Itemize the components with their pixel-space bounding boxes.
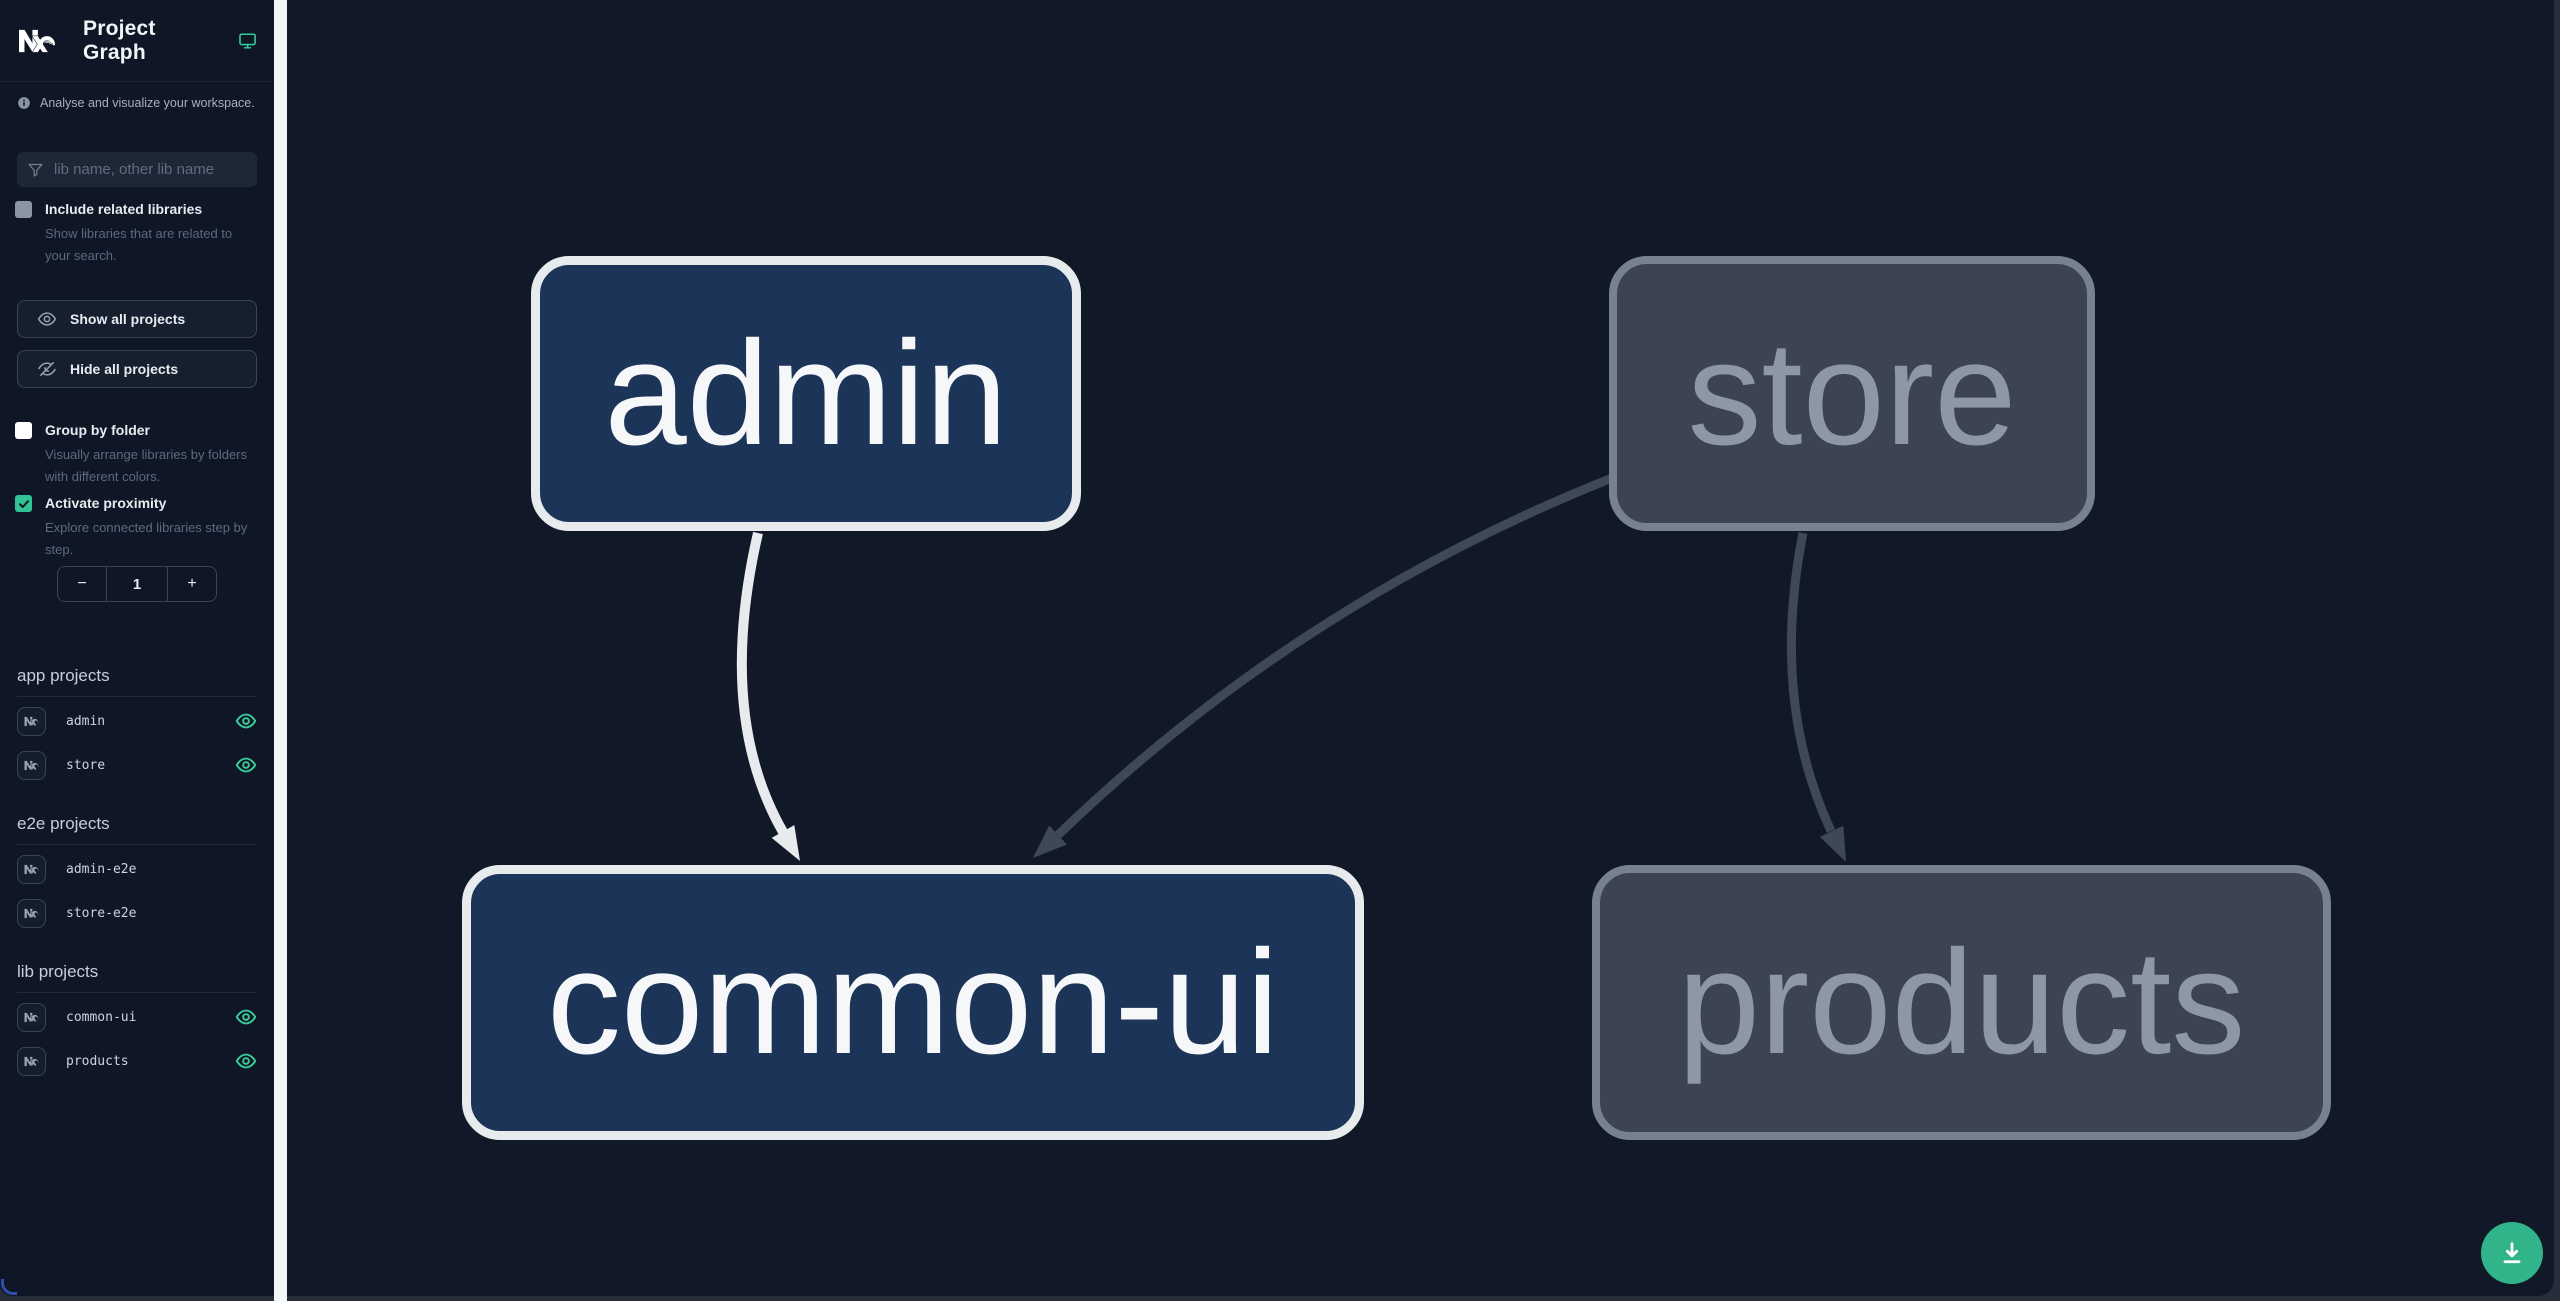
node-label: common-ui — [547, 919, 1279, 1085]
graph-canvas[interactable]: admin store common-ui products — [287, 0, 2554, 1296]
tagline: Analyse and visualize your workspace. — [0, 96, 274, 110]
section-app-projects: app projects admin store — [0, 666, 274, 785]
sidebar-corner-accent — [1, 1279, 17, 1295]
show-all-projects-button[interactable]: Show all projects — [17, 300, 257, 338]
group-by-folder-checkbox[interactable] — [15, 422, 32, 439]
toggle-visibility-eye-icon[interactable] — [235, 754, 257, 776]
include-related-description: Show libraries that are related to your … — [45, 226, 233, 263]
hide-all-projects-label: Hide all projects — [70, 361, 179, 377]
toggle-visibility-eye-icon[interactable] — [235, 710, 257, 732]
panel-resize-gutter[interactable] — [274, 0, 287, 1301]
section-title: lib projects — [17, 962, 257, 993]
page-title: Project Graph — [83, 16, 156, 64]
check-icon — [18, 499, 29, 508]
info-icon — [18, 97, 30, 109]
filter-icon — [28, 163, 43, 177]
include-related-label: Include related libraries — [45, 201, 203, 217]
activate-proximity-option[interactable]: Activate proximity Explore connected lib… — [15, 494, 259, 561]
project-name[interactable]: common-ui — [66, 1009, 137, 1025]
proximity-decrement-button[interactable]: − — [58, 567, 107, 601]
sidebar-header: Project Graph — [0, 0, 274, 82]
focus-project-button[interactable] — [17, 750, 46, 780]
nx-logo-icon — [19, 29, 55, 52]
section-e2e-projects: e2e projects admin-e2e store-e2e — [0, 814, 274, 933]
edge-admin-common-ui — [736, 531, 800, 861]
focus-project-button[interactable] — [17, 898, 46, 928]
group-by-folder-description: Visually arrange libraries by folders wi… — [45, 447, 248, 484]
proximity-value: 1 — [132, 575, 142, 593]
section-title: app projects — [17, 666, 257, 697]
include-related-checkbox[interactable] — [15, 201, 32, 218]
group-by-folder-label: Group by folder — [45, 422, 150, 438]
tagline-text: Analyse and visualize your workspace. — [40, 96, 255, 110]
node-label: store — [1687, 310, 2017, 476]
show-all-projects-label: Show all projects — [70, 311, 186, 327]
activate-proximity-checkbox[interactable] — [15, 495, 32, 512]
edge-store-common-ui — [1033, 473, 1614, 858]
graph-node-products[interactable]: products — [1592, 865, 2331, 1140]
project-row-store: store — [0, 745, 274, 785]
project-name[interactable]: store-e2e — [66, 905, 137, 921]
node-label: admin — [604, 310, 1008, 476]
project-name[interactable]: products — [66, 1053, 129, 1069]
graph-node-common-ui[interactable]: common-ui — [462, 865, 1364, 1140]
project-row-store-e2e: store-e2e — [0, 893, 274, 933]
project-name[interactable]: admin-e2e — [66, 861, 137, 877]
project-row-admin: admin — [0, 701, 274, 741]
proximity-increment-button[interactable]: + — [167, 567, 216, 601]
edge-store-products — [1786, 532, 1846, 862]
sidebar: Project Graph Analyse and visualize your… — [0, 0, 274, 1296]
focus-project-button[interactable] — [17, 706, 46, 736]
graph-edges — [736, 473, 1846, 862]
project-name[interactable]: store — [66, 757, 106, 773]
focus-project-button[interactable] — [17, 1002, 46, 1032]
group-by-folder-option[interactable]: Group by folder Visually arrange librari… — [15, 421, 259, 488]
graph-node-admin[interactable]: admin — [531, 256, 1081, 531]
include-related-option[interactable]: Include related libraries Show libraries… — [15, 200, 259, 267]
project-row-admin-e2e: admin-e2e — [0, 849, 274, 889]
search-box — [17, 152, 257, 187]
project-row-common-ui: common-ui — [0, 997, 274, 1037]
download-icon — [2503, 1242, 2521, 1264]
search-input[interactable] — [54, 161, 253, 178]
graph-node-store[interactable]: store — [1609, 256, 2095, 531]
project-name[interactable]: admin — [66, 713, 106, 729]
eye-icon — [37, 312, 57, 326]
toggle-visibility-eye-icon[interactable] — [235, 1006, 257, 1028]
toggle-visibility-eye-icon[interactable] — [235, 1050, 257, 1072]
node-label: products — [1677, 919, 2246, 1085]
activate-proximity-label: Activate proximity — [45, 495, 167, 511]
download-image-button[interactable] — [2481, 1222, 2543, 1284]
project-row-products: products — [0, 1041, 274, 1081]
monitor-icon[interactable] — [238, 31, 257, 51]
section-title: e2e projects — [17, 814, 257, 845]
focus-project-button[interactable] — [17, 854, 46, 884]
activate-proximity-description: Explore connected libraries step by step… — [45, 520, 248, 557]
proximity-stepper: − 1 + — [57, 566, 217, 602]
focus-project-button[interactable] — [17, 1046, 46, 1076]
hide-all-projects-button[interactable]: Hide all projects — [17, 350, 257, 388]
eye-off-icon — [37, 361, 57, 377]
section-lib-projects: lib projects common-ui products — [0, 962, 274, 1081]
